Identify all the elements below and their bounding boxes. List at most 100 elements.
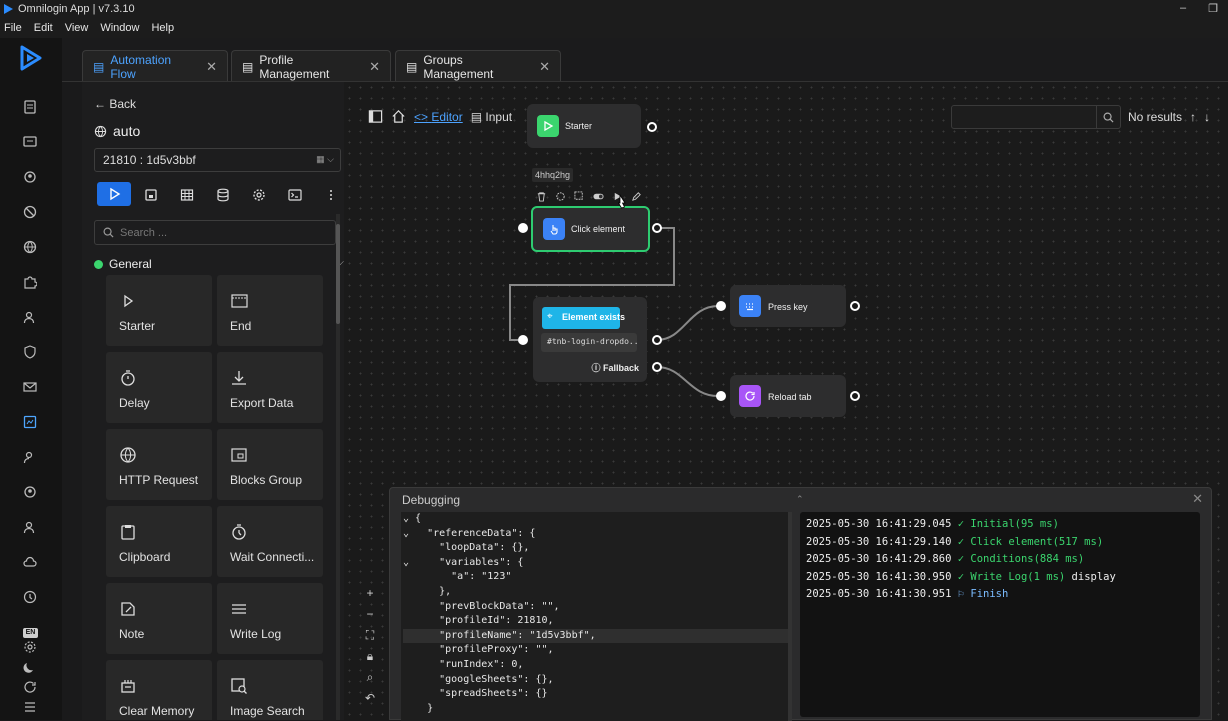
- trash-icon[interactable]: [536, 191, 547, 202]
- rail-automation-icon[interactable]: [21, 413, 39, 431]
- rail-users-icon[interactable]: [21, 308, 39, 326]
- run-node-icon[interactable]: [612, 191, 623, 202]
- menu-window[interactable]: Window: [100, 22, 140, 34]
- block-clear-memory[interactable]: Clear Memory: [106, 660, 212, 720]
- zoom-in-icon[interactable]: +: [366, 586, 374, 600]
- select-mode-icon[interactable]: ⌕: [366, 669, 374, 684]
- log-viewer[interactable]: 2025-05-30 16:41:29.045 ✓ Initial(95 ms)…: [800, 512, 1200, 717]
- close-tab-icon[interactable]: ✕: [369, 58, 380, 74]
- rail-extension-icon[interactable]: [21, 273, 39, 291]
- arrow-down-icon[interactable]: ↓: [1204, 110, 1211, 124]
- rail-members-icon[interactable]: [21, 518, 39, 536]
- block-image-search[interactable]: Image Search: [217, 660, 323, 720]
- table-button[interactable]: [169, 182, 205, 208]
- press-input-port[interactable]: [716, 301, 726, 311]
- category-general[interactable]: General ⌵: [94, 257, 344, 271]
- undo-icon[interactable]: ↶: [364, 691, 376, 705]
- rail-settings-icon[interactable]: [21, 638, 39, 656]
- save-button[interactable]: [133, 182, 169, 208]
- reload-output-port[interactable]: [850, 391, 860, 401]
- click-input-port[interactable]: [518, 223, 528, 233]
- block-delay[interactable]: Delay: [106, 352, 212, 423]
- starter-output-port[interactable]: [647, 122, 657, 132]
- press-output-port[interactable]: [850, 301, 860, 311]
- reload-input-port[interactable]: [716, 391, 726, 401]
- node-press-key[interactable]: Press key: [730, 285, 846, 327]
- menu-edit[interactable]: Edit: [33, 22, 53, 34]
- menu-file[interactable]: File: [4, 22, 22, 34]
- fit-view-icon[interactable]: ⛶: [365, 627, 375, 642]
- rail-history-icon[interactable]: [21, 588, 39, 606]
- zoom-out-icon[interactable]: −: [366, 607, 374, 621]
- rail-block-icon[interactable]: [21, 203, 39, 221]
- select-icon[interactable]: [574, 190, 585, 202]
- block-note[interactable]: Note: [106, 583, 212, 654]
- canvas-search-button[interactable]: [1096, 106, 1120, 128]
- terminal-button[interactable]: [277, 182, 313, 208]
- click-output-port[interactable]: [652, 223, 662, 233]
- chevron-up-icon[interactable]: ⌃: [796, 494, 804, 504]
- close-icon[interactable]: ✕: [1192, 491, 1203, 506]
- node-starter[interactable]: Starter: [527, 104, 641, 148]
- rail-refresh-icon[interactable]: [21, 678, 39, 696]
- toggle-sidebar-icon[interactable]: [368, 109, 383, 124]
- more-options-button[interactable]: [313, 182, 349, 208]
- json-viewer[interactable]: ⌄ {⌄ "referenceData": { "loopData": {},⌄…: [401, 512, 791, 721]
- block-write-log[interactable]: Write Log: [217, 583, 323, 654]
- block-clipboard[interactable]: Clipboard: [106, 506, 212, 577]
- rail-chat-icon[interactable]: [21, 133, 39, 151]
- rail-globe-icon[interactable]: [21, 238, 39, 256]
- rail-profile-settings-icon[interactable]: [21, 168, 39, 186]
- rail-theme-moon-icon[interactable]: [21, 658, 39, 676]
- canvas-search-field[interactable]: [951, 105, 1121, 129]
- language-badge[interactable]: EN: [23, 628, 38, 638]
- node-click-element[interactable]: Click element: [531, 206, 650, 252]
- run-button[interactable]: [97, 182, 131, 206]
- breadcrumb-input[interactable]: ▤ Input: [471, 110, 512, 124]
- block-blocks-group[interactable]: Blocks Group: [217, 429, 323, 500]
- rail-shield-icon[interactable]: [21, 343, 39, 361]
- restore-button[interactable]: ❐: [1208, 3, 1218, 15]
- block-search[interactable]: [94, 220, 336, 245]
- scrollbar-thumb[interactable]: [336, 224, 340, 324]
- close-tab-icon[interactable]: ✕: [539, 58, 550, 74]
- block-export-data[interactable]: Export Data: [217, 352, 323, 423]
- block-starter[interactable]: Starter: [106, 275, 212, 346]
- breadcrumb-editor[interactable]: <> Editor: [414, 110, 463, 124]
- profile-select[interactable]: 21810 : 1d5v3bbf ▦ ⌵: [94, 148, 341, 172]
- menu-help[interactable]: Help: [151, 22, 175, 34]
- block-wait-connection[interactable]: Wait Connecti...: [217, 506, 323, 577]
- omnilogin-logo-icon[interactable]: [16, 44, 44, 72]
- exists-fallback-port[interactable]: [652, 362, 662, 372]
- rail-document-icon[interactable]: [21, 98, 39, 116]
- database-button[interactable]: [205, 182, 241, 208]
- back-button[interactable]: ← Back: [94, 97, 136, 111]
- toggle-icon[interactable]: [593, 191, 604, 202]
- home-icon[interactable]: [391, 109, 406, 124]
- json-scrollbar[interactable]: [788, 512, 792, 721]
- sidebar-scrollbar[interactable]: [336, 214, 340, 720]
- block-http-request[interactable]: HTTP Request: [106, 429, 212, 500]
- tab-groups-management[interactable]: ▤ Groups Management ✕: [395, 50, 561, 82]
- settings-icon[interactable]: [555, 191, 566, 202]
- node-element-exists[interactable]: ⌖ Element exists #tnb-login-dropdo... ⓘ …: [533, 297, 647, 382]
- edit-pencil-icon[interactable]: [631, 191, 642, 202]
- lock-icon[interactable]: 🔒︎: [366, 648, 374, 663]
- arrow-up-icon[interactable]: ↑: [1190, 110, 1197, 124]
- rail-mail-icon[interactable]: [21, 378, 39, 396]
- exists-true-port[interactable]: [652, 335, 662, 345]
- node-reload-tab[interactable]: Reload tab: [730, 375, 846, 417]
- rail-cloud-icon[interactable]: [21, 553, 39, 571]
- rail-team-icon[interactable]: [21, 448, 39, 466]
- rail-account-settings-icon[interactable]: [21, 483, 39, 501]
- block-end[interactable]: End: [217, 275, 323, 346]
- close-tab-icon[interactable]: ✕: [206, 58, 217, 74]
- rail-list-icon[interactable]: [21, 698, 39, 716]
- minimize-button[interactable]: –: [1180, 2, 1187, 14]
- tab-automation-flow[interactable]: ▤ Automation Flow ✕: [82, 50, 228, 82]
- block-search-input[interactable]: [120, 226, 320, 239]
- tab-profile-management[interactable]: ▤ Profile Management ✕: [231, 50, 391, 82]
- exists-input-port[interactable]: [518, 335, 528, 345]
- settings-button[interactable]: [241, 182, 277, 208]
- menu-view[interactable]: View: [64, 22, 89, 34]
